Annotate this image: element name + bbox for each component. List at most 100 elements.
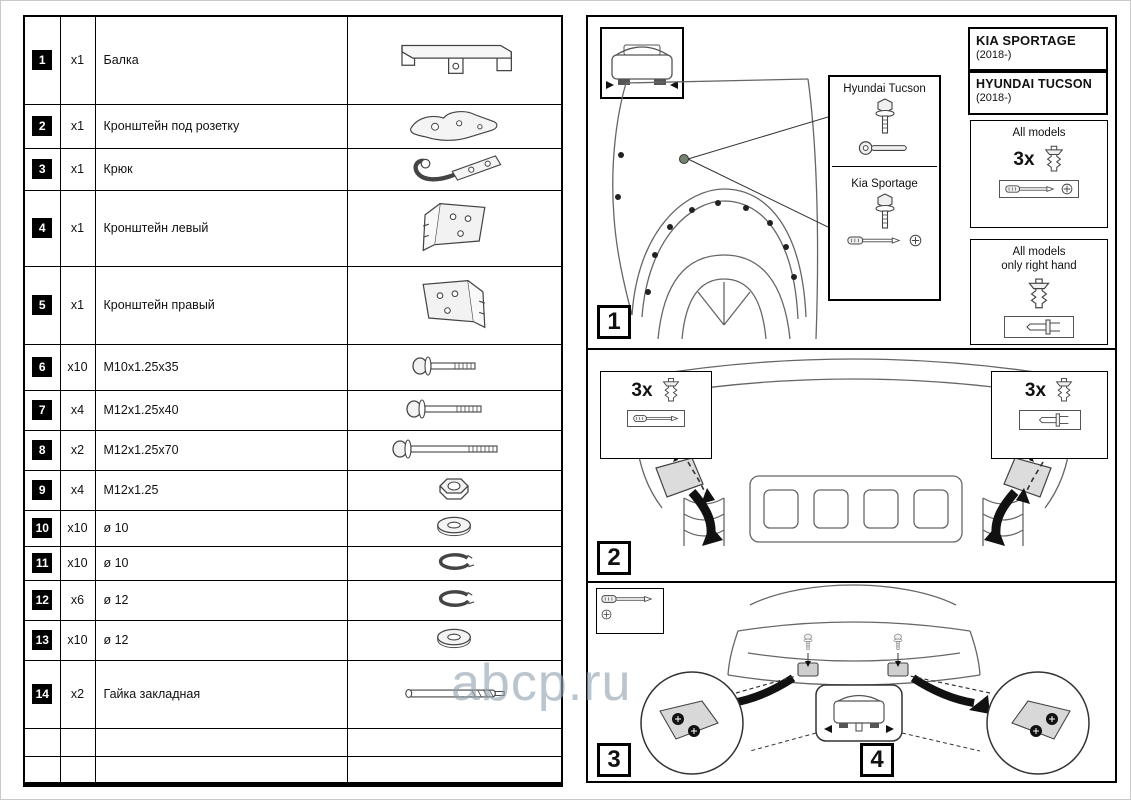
spring-washer-icon [439,589,477,607]
step3-rear-drawing [640,584,1090,775]
table-row: 6 x10 M10x1.25x35 [23,343,563,391]
callout-label-sportage: Kia Sportage [851,178,918,190]
part-number-badge: 7 [32,400,53,420]
part-name-cell: Гайка закладная [94,659,348,729]
table-row: 9 x4 M12x1.25 [23,469,563,511]
part-qty-cell: x10 [59,619,96,661]
rivet-side-icon [1038,413,1069,427]
part-number-cell: 7 [23,389,61,431]
right-hand-line1: All models [1012,246,1066,258]
empty-cell [346,727,563,757]
empty-cell [94,727,348,757]
empty-cell [23,727,61,757]
part-name-cell: Крюк [94,147,348,191]
embedded-nut-icon [405,688,505,698]
phillips-bit-icon [601,609,612,620]
spring-washer-icon [439,552,477,570]
part-number-badge: 14 [32,684,53,704]
vehicle-year: (2018-) [976,92,1012,104]
quantity-label: 3x [631,380,653,401]
nut-icon [439,477,469,500]
part-number-badge: 13 [32,630,53,650]
push-clip-icon [1056,378,1073,402]
table-row: 5 x1 Кронштейн правый [23,265,563,345]
empty-cell [59,727,96,757]
table-row: 8 x2 M12x1.25x70 [23,429,563,471]
part-number-badge: 4 [32,218,53,238]
table-row: 2 x1 Кронштейн под розетку [23,103,563,149]
part-number-cell: 4 [23,189,61,267]
part-drawing-cell [346,189,563,267]
screwdriver-icon [1005,185,1054,194]
quantity-label: 3x [1013,149,1035,171]
table-row: 4 x1 Кронштейн левый [23,189,563,267]
part-number-badge: 12 [32,590,53,610]
step3-tool-box [596,588,664,634]
step-3-label: 3 [597,743,631,777]
washer-icon [437,628,472,648]
right-hand-label: All models only right hand [1001,245,1076,274]
part-number-badge: 5 [32,295,53,315]
part-name-cell: Кронштейн под розетку [94,103,348,149]
part-qty-cell: x2 [59,659,96,729]
part-number-cell: 10 [23,509,61,547]
phillips-bit-icon [909,234,922,247]
empty-cell [346,755,563,785]
part-number-cell: 6 [23,343,61,391]
title-box-hyundai: HYUNDAI TUCSON (2018-) [968,71,1108,115]
part-name-cell: ø 12 [94,579,348,621]
part-drawing-cell [346,429,563,471]
empty-cell [94,755,348,785]
bolt-icon [874,193,895,229]
bracket-right-icon [422,279,486,328]
table-row: 3 x1 Крюк [23,147,563,191]
tool-strip [1004,315,1074,338]
part-name-cell: M10x1.25x35 [94,343,348,391]
part-drawing-cell [346,509,563,547]
instructions-panel: Hyundai Tucson Kia Sportage KIA SPORTAGE… [586,15,1117,783]
part-qty-cell: x1 [59,15,96,105]
part-qty-cell: x2 [59,429,96,471]
push-clip-icon [662,378,679,402]
part-qty-cell: x10 [59,545,96,581]
part-drawing-cell [346,265,563,345]
part-drawing-cell [346,469,563,511]
step1-fender-drawing [612,78,828,340]
step2-left-qty-box: 3x [600,371,712,459]
part-name-cell: M12x1.25 [94,469,348,511]
part-qty-cell: x4 [59,469,96,511]
part-drawing-cell [346,343,563,391]
part-drawing-cell [346,545,563,581]
part-name-cell: Кронштейн правый [94,265,348,345]
quantity-label: 3x [1024,380,1047,401]
part-qty-cell: x1 [59,265,96,345]
step2-right-qty-box: 3x [991,371,1108,459]
part-number-cell: 8 [23,429,61,471]
fastener-callout-box: Hyundai Tucson Kia Sportage [828,75,941,301]
push-clip-icon [1028,278,1050,309]
vehicle-title: HYUNDAI TUCSON [976,77,1092,91]
parts-table: 1 x1 Балка 2 x1 Кронштейн под розетку 3 … [23,15,563,787]
part-number-badge: 9 [32,480,53,500]
table-row: 10 x10 ø 10 [23,509,563,547]
part-drawing-cell [346,103,563,149]
screwdriver-icon [847,236,900,245]
tool-strip [627,410,685,427]
part-number-cell: 9 [23,469,61,511]
part-qty-cell: x1 [59,103,96,149]
part-name-cell: ø 10 [94,509,348,547]
part-name-cell: M12x1.25x70 [94,429,348,471]
part-number-cell: 11 [23,545,61,581]
part-name-cell: M12x1.25x40 [94,389,348,431]
bolt-icon [412,355,476,376]
car-rear-view-box [600,27,684,99]
part-qty-cell: x10 [59,343,96,391]
table-row: 7 x4 M12x1.25x40 [23,389,563,431]
part-qty-cell: x6 [59,579,96,621]
part-number-badge: 10 [32,518,53,538]
right-hand-box: All models only right hand [970,239,1108,345]
step-4-label: 4 [860,743,894,777]
part-number-badge: 8 [32,440,53,460]
part-name-cell: ø 10 [94,545,348,581]
